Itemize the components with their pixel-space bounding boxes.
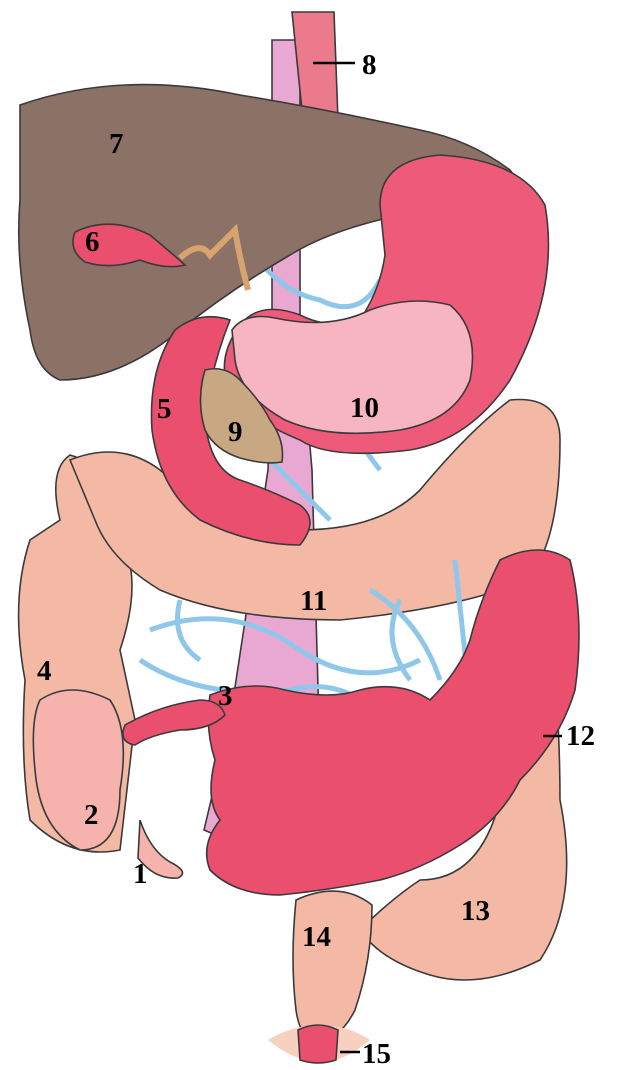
label-2: 2 [84, 799, 99, 831]
label-14: 14 [302, 921, 331, 953]
rectum [293, 891, 372, 1040]
label-13: 13 [461, 895, 490, 927]
anal-canal [298, 1025, 338, 1063]
label-10: 10 [350, 392, 379, 424]
label-4: 4 [37, 655, 52, 687]
label-15: 15 [362, 1038, 391, 1070]
label-12: 12 [566, 720, 595, 752]
label-8: 8 [362, 49, 377, 81]
label-5: 5 [157, 393, 172, 425]
label-6: 6 [85, 226, 100, 258]
label-9: 9 [228, 416, 243, 448]
label-3: 3 [218, 680, 233, 712]
label-7: 7 [109, 128, 124, 160]
label-1: 1 [133, 858, 148, 890]
label-11: 11 [300, 585, 327, 617]
